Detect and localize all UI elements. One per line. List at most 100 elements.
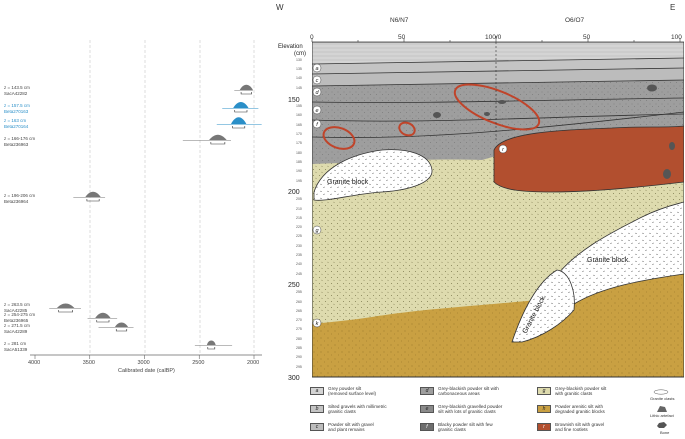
top-axis-100-0: 100/0 <box>485 34 502 41</box>
west-label: W <box>276 3 284 12</box>
top-axis-100: 100 <box>671 34 682 41</box>
section-frame <box>312 42 684 378</box>
legend-swatch-b: b <box>310 405 324 413</box>
granite-block-label-2: Granite block <box>587 257 629 264</box>
granite-clasts-icon <box>653 389 669 395</box>
legend-swatch-e: e <box>420 405 434 413</box>
layer-letter-e: e <box>315 108 318 114</box>
sector-left-label: N6/N7 <box>390 17 409 24</box>
elevation-minor-label: 195 <box>296 178 302 183</box>
elevation-200: 200 <box>288 189 300 196</box>
elevation-150: 150 <box>288 97 300 104</box>
elevation-minor-label: 130 <box>296 57 302 62</box>
probability-peak <box>56 303 75 308</box>
elevation-minor-label: 185 <box>296 159 302 164</box>
legend-text-a: Grey powder silt(removed surface level) <box>328 386 376 397</box>
date-lab-code: SacA42285 <box>4 307 28 313</box>
legend-swatch-a: a <box>310 387 324 395</box>
top-axis-50: 50 <box>398 34 406 41</box>
elevation-minor-label: 175 <box>296 141 302 146</box>
elevation-minor-label: 170 <box>296 132 302 137</box>
layer-letter-k: k <box>316 321 319 327</box>
legend-lithic-artefact: Lithic artefact <box>650 413 674 418</box>
legend-swatch-c: c <box>310 423 324 431</box>
probability-peak <box>231 117 247 124</box>
confidence-bracket <box>96 320 110 323</box>
bottom-axis-tick-label: 2500 <box>192 360 205 366</box>
granite-block-3 <box>511 269 575 343</box>
bottom-axis-tick-label: 4000 <box>28 360 41 366</box>
confidence-bracket <box>207 347 216 350</box>
elevation-minor-label: 135 <box>296 66 302 71</box>
date-depth: z = 271.5 cm <box>4 323 30 328</box>
date-depth: z = 163 cm <box>4 118 27 123</box>
layer-boundaries <box>312 57 684 139</box>
date-lab-code: Beta236965 <box>4 317 29 323</box>
layer-letters: a c d e f g k r <box>312 63 508 328</box>
legend-swatch-g: g <box>537 387 551 395</box>
date-lab-code: SacA42289 <box>4 328 28 334</box>
probability-distributions <box>49 84 262 350</box>
layer-letter-f: f <box>316 122 318 128</box>
elevation-minor-label: 240 <box>296 262 302 267</box>
elevation-minor-label: 270 <box>296 318 302 323</box>
confidence-bracket <box>86 199 100 202</box>
date-depth: z = 166-176 cm <box>4 136 36 141</box>
granite-block-label-1: Granite block <box>327 179 369 186</box>
layer-r-brown <box>493 125 684 193</box>
elevation-minor-label: 275 <box>296 327 302 332</box>
granite-clasts <box>433 84 675 179</box>
date-depth: z = 254-275 cm <box>4 312 36 317</box>
date-depth: z = 263.5 cm <box>4 302 30 307</box>
confidence-bracket <box>240 92 252 95</box>
bottom-axis-tick-label: 3500 <box>82 360 95 366</box>
bone-icon <box>657 422 667 428</box>
granite-block-1 <box>313 149 433 201</box>
elevation-250: 250 <box>288 282 300 289</box>
layer-letter-a: a <box>315 66 318 72</box>
date-lab-code: Beta236964 <box>4 198 29 204</box>
elevation-minor-label: 180 <box>296 150 302 155</box>
probability-peak <box>206 340 216 345</box>
probability-peak <box>209 134 227 140</box>
elevation-minor-label: 260 <box>296 299 302 304</box>
elevation-minor-label: 155 <box>296 104 302 109</box>
elevation-minor-label: 255 <box>296 290 302 295</box>
elevation-minor-label: 295 <box>296 364 302 369</box>
date-lab-code: SacA51339 <box>4 346 28 352</box>
date-lab-code: Beta236963 <box>4 141 29 147</box>
elevation-minor-label: 285 <box>296 346 302 351</box>
legend-swatch-h: h <box>537 405 551 413</box>
layer-letter-g: g <box>315 228 319 234</box>
east-label: E <box>670 3 676 12</box>
confidence-bracket <box>234 110 248 113</box>
date-depth: z = 196-206 cm <box>4 193 36 198</box>
confidence-bracket <box>232 126 246 129</box>
elevation-minor-label: 190 <box>296 169 302 174</box>
legend-swatch-f: f <box>420 423 434 431</box>
calibration-chart <box>30 40 262 359</box>
confidence-bracket <box>115 329 128 332</box>
gridlines <box>89 40 255 355</box>
elevation-minor-label: 205 <box>296 197 302 202</box>
layer-a-surface <box>312 42 684 64</box>
stratigraphic-section: a c d e f g k r Granite block Granite bl… <box>312 42 684 378</box>
probability-peak <box>233 102 249 108</box>
bottom-axis-title: Calibrated date (calBP) <box>118 368 175 374</box>
elevation-minor-label: 265 <box>296 308 302 313</box>
date-depth: z = 281 cm <box>4 341 27 346</box>
